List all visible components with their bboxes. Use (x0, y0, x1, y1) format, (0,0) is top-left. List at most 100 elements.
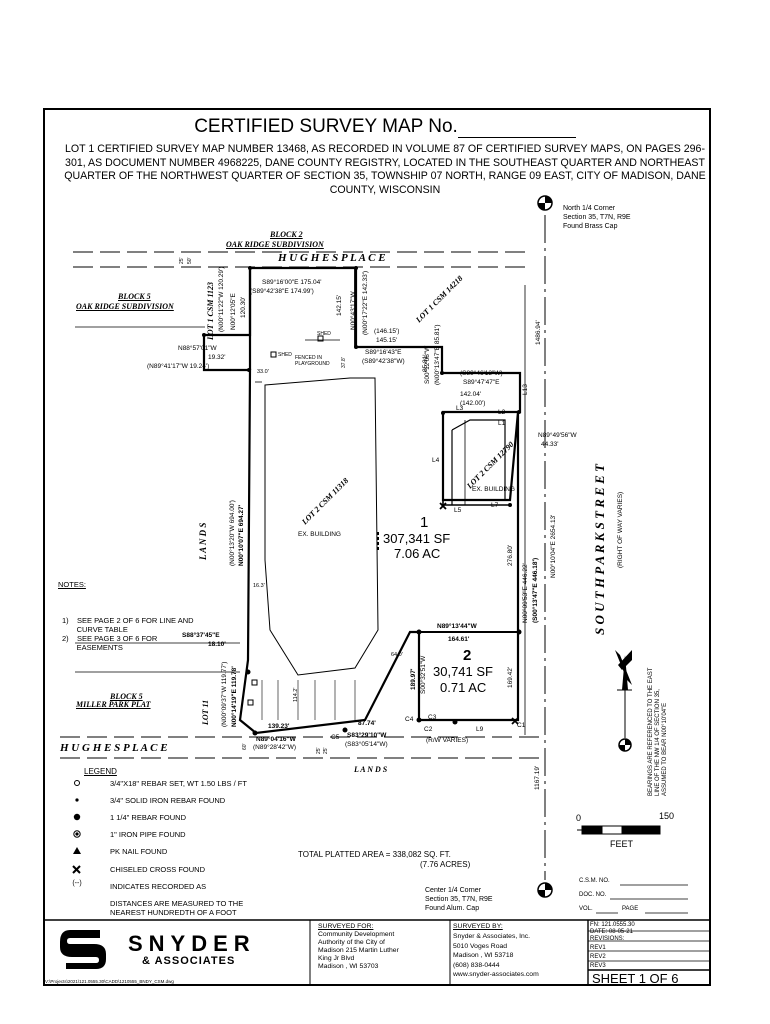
surveyed-by-block: Snyder & Associates, Inc.5010 Voges Road… (453, 933, 539, 978)
dim-d8: (N00°17'22"E 142.33') (362, 270, 369, 335)
legend-item: CHISELED CROSS FOUND (110, 865, 206, 874)
legend-heading: LEGEND (84, 767, 117, 776)
notes-list: 1) SEE PAGE 2 OF 6 FOR LINE AND CURVE TA… (62, 616, 194, 652)
lot1-number: 1 (420, 514, 429, 531)
dim-d2: (S89°42'38"E 174.99') (250, 288, 314, 295)
shed-label-1: SHED (278, 352, 292, 358)
dim-d1: S89°16'00"E 175.04' (262, 279, 322, 286)
company-name: SNYDER (128, 931, 256, 956)
dim-d45: S83°29'10"W (347, 732, 387, 739)
legend-item: 3/4"X18" REBAR SET, WT 1.50 LBS / FT (110, 779, 247, 788)
surveyed-for-label: SURVEYED FOR: (318, 923, 374, 930)
curve-c5: C5 (331, 734, 340, 741)
dim-d21: 142.04' (460, 391, 482, 398)
dim-d27: (N00°13'20"W 694.00') (229, 500, 236, 566)
line-l4: L4 (432, 457, 440, 464)
dim-d30: N00°09'53"E 446.22' (522, 563, 529, 623)
line-l9: L9 (476, 726, 484, 733)
dim-d41: 139.23' (268, 723, 290, 730)
sheet-number: SHEET 1 OF 6 (592, 971, 679, 986)
ex-building-small: EX. BUILDING (472, 486, 515, 493)
rev1: REV1 (590, 945, 606, 951)
legend-item: 1 1/4" REBAR FOUND (110, 813, 187, 822)
dim-d47: 1167.19' (534, 765, 541, 790)
revisions-label: REVISIONS: (590, 936, 625, 942)
dim-d28: N00°10'07"E 694.27' (238, 504, 245, 566)
dim-d11: S89°16'43"E (365, 349, 402, 356)
page-field: PAGE (622, 906, 639, 912)
dim-d54: 50' (187, 257, 193, 264)
block5-label-bottom: BLOCK 5 (110, 692, 143, 701)
oak-ridge-top-label: OAK RIDGE SUBDIVISION (226, 240, 324, 249)
dim-d50: 64.0' (391, 652, 403, 658)
page-title: CERTIFIED SURVEY MAP No. (0, 116, 770, 138)
file-path: V:\Projects\2021\121.0555.30\CADD\121055… (45, 979, 174, 984)
curve-c1: C1 (517, 722, 526, 729)
fenced-playground-label: FENCED IN PLAYGROUND (295, 355, 330, 367)
rw-varies-label: (R/W VARIES) (426, 737, 469, 744)
oak-ridge-left-label: OAK RIDGE SUBDIVISION (76, 302, 174, 311)
dim-d26: N00°10'04"E 2654.13' (550, 514, 557, 578)
dim-d9: (146.15') (374, 328, 400, 335)
legend-item: PK NAIL FOUND (110, 847, 168, 856)
dim-d53: 25' (179, 257, 185, 264)
legal-description: LOT 1 CERTIFIED SURVEY MAP NUMBER 13468,… (64, 143, 706, 196)
dim-d40: N00°14'19"E 119.78' (231, 666, 238, 727)
dim-d22: (142.00') (460, 400, 486, 407)
dim-d44: (N89°28'42"W) (253, 744, 296, 751)
block5-label-top: BLOCK 5 (118, 292, 151, 301)
dim-d7: 142.15' (336, 294, 343, 316)
dim-d15: (N89°41'17"W 19.24') (147, 363, 210, 370)
block2-label: BLOCK 2 (270, 230, 303, 239)
dim-d49: 16.3' (253, 583, 265, 589)
line-l1: L1 (498, 420, 506, 427)
miller-park-label: MILLER PARK PLAT (76, 700, 151, 709)
curve-c4: C4 (405, 716, 414, 723)
vol-field: VOL. (579, 906, 593, 912)
dim-d51: 114.2' (293, 687, 299, 702)
dim-d33: 164.61' (448, 636, 470, 643)
lands-bottom-label: L A N D S (354, 765, 388, 774)
dim-d13: N88°57'01"W (178, 345, 217, 352)
lot-csm-left-label: LOT 1 CSM 1123 (206, 281, 215, 340)
csm-no-field: C.S.M. NO. (579, 878, 610, 884)
rev2: REV2 (590, 954, 606, 960)
curve-c2: C2 (424, 726, 433, 733)
scale-max: 150 (659, 811, 675, 821)
dim-d25: 44.33' (541, 441, 559, 448)
dim-d10: 145.15' (376, 337, 398, 344)
lot2-number: 2 (463, 647, 472, 664)
line-l5: L5 (454, 507, 462, 514)
dim-d34: 189.97' (410, 668, 417, 690)
dim-d19: (S89°46'13"W) (460, 370, 503, 377)
dim-d42: 87.74' (358, 720, 376, 727)
dim-d24: N89°49'56"W (538, 432, 577, 439)
sheet-border (43, 108, 711, 986)
lot1-area-ac: 7.06 AC (394, 546, 441, 561)
dim-d5: (N00°11'22"W 120.29') (218, 266, 225, 332)
lands-left-label: L A N D S (198, 522, 208, 560)
dim-d32: N89°13'44"W (437, 623, 477, 630)
legend-item: INDICATES RECORDED AS (110, 882, 207, 891)
legend-item: 1" IRON PIPE FOUND (110, 830, 186, 839)
dim-d46: (S83°05'14"W) (345, 741, 388, 748)
total-platted-area: TOTAL PLATTED AREA = 338,082 SQ. FT.(7.7… (298, 850, 471, 869)
rev3: REV3 (590, 963, 606, 969)
notes-heading: NOTES: (58, 580, 86, 589)
surveyed-by-label: SURVEYED BY: (453, 923, 503, 930)
dim-d18: (N00°13'47"E 85.81') (434, 324, 441, 385)
dim-d56: 25' (323, 747, 329, 754)
lot1-area-sf: 307,341 SF (383, 531, 451, 546)
ex-building-main: EX. BUILDING (298, 531, 341, 538)
line-l13: L13 (522, 384, 529, 395)
dim-d20: S89°47'47"E (463, 379, 500, 386)
dim-d38: 18.10' (208, 641, 226, 648)
dim-d12: (S89°42'38"W) (362, 358, 405, 365)
dim-d3: N00°12'05"E (230, 293, 237, 330)
line-l2: L2 (498, 409, 506, 416)
lot11-label: LOT 11 (201, 699, 210, 725)
